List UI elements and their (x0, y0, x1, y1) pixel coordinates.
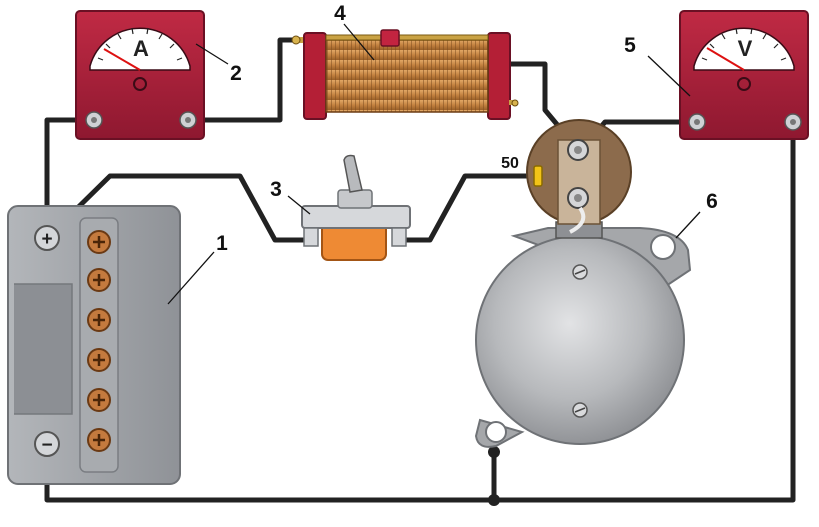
solenoid (526, 119, 632, 239)
wire-battery-switch (52, 173, 308, 243)
battery-negative-terminal: − (34, 431, 60, 457)
label-3: 3 (270, 178, 282, 201)
wire-switch-terminal50 (402, 173, 541, 243)
toggle-switch (301, 154, 411, 261)
ammeter-scale-ticks (97, 27, 183, 61)
voltmeter-letter: V (738, 36, 753, 61)
junction-dot-lower (488, 494, 500, 506)
battery: + − (7, 205, 181, 485)
battery-plus-sign: + (41, 229, 52, 250)
terminal-50-tab (533, 165, 543, 187)
starter-motor (474, 227, 692, 448)
callout-lines (167, 23, 701, 305)
motor-screw-bottom (572, 402, 588, 418)
battery-cell-caps (87, 230, 111, 452)
battery-positive-terminal: + (34, 225, 60, 251)
solenoid-lead-wire (569, 206, 586, 234)
voltmeter-right-terminal (784, 113, 802, 131)
solenoid-top-bolt (567, 139, 589, 161)
junction-dot-upper (488, 446, 500, 458)
voltmeter-left-terminal (688, 113, 706, 131)
battery-minus-sign: − (41, 435, 52, 456)
terminal-50-label: 50 (501, 155, 519, 172)
voltmeter: V (679, 10, 809, 140)
ammeter-needle (103, 48, 141, 71)
wire-ammeter-rheostat (187, 37, 308, 123)
voltmeter-scale-ticks (701, 27, 787, 61)
solenoid-bottom-bolt (567, 187, 589, 209)
rheostat (291, 29, 519, 120)
label-1: 1 (216, 232, 228, 255)
label-2: 2 (230, 62, 242, 85)
motor-screw-top (572, 264, 588, 280)
ammeter-left-terminal (85, 111, 103, 129)
ammeter-right-terminal (179, 111, 197, 129)
label-6: 6 (706, 190, 718, 213)
ammeter-letter: A (133, 36, 149, 61)
ammeter: A (75, 10, 205, 140)
label-4: 4 (334, 2, 346, 25)
toggle-lever (343, 154, 363, 193)
label-5: 5 (624, 34, 636, 57)
rheostat-slider (380, 29, 400, 47)
voltmeter-needle (706, 47, 745, 71)
